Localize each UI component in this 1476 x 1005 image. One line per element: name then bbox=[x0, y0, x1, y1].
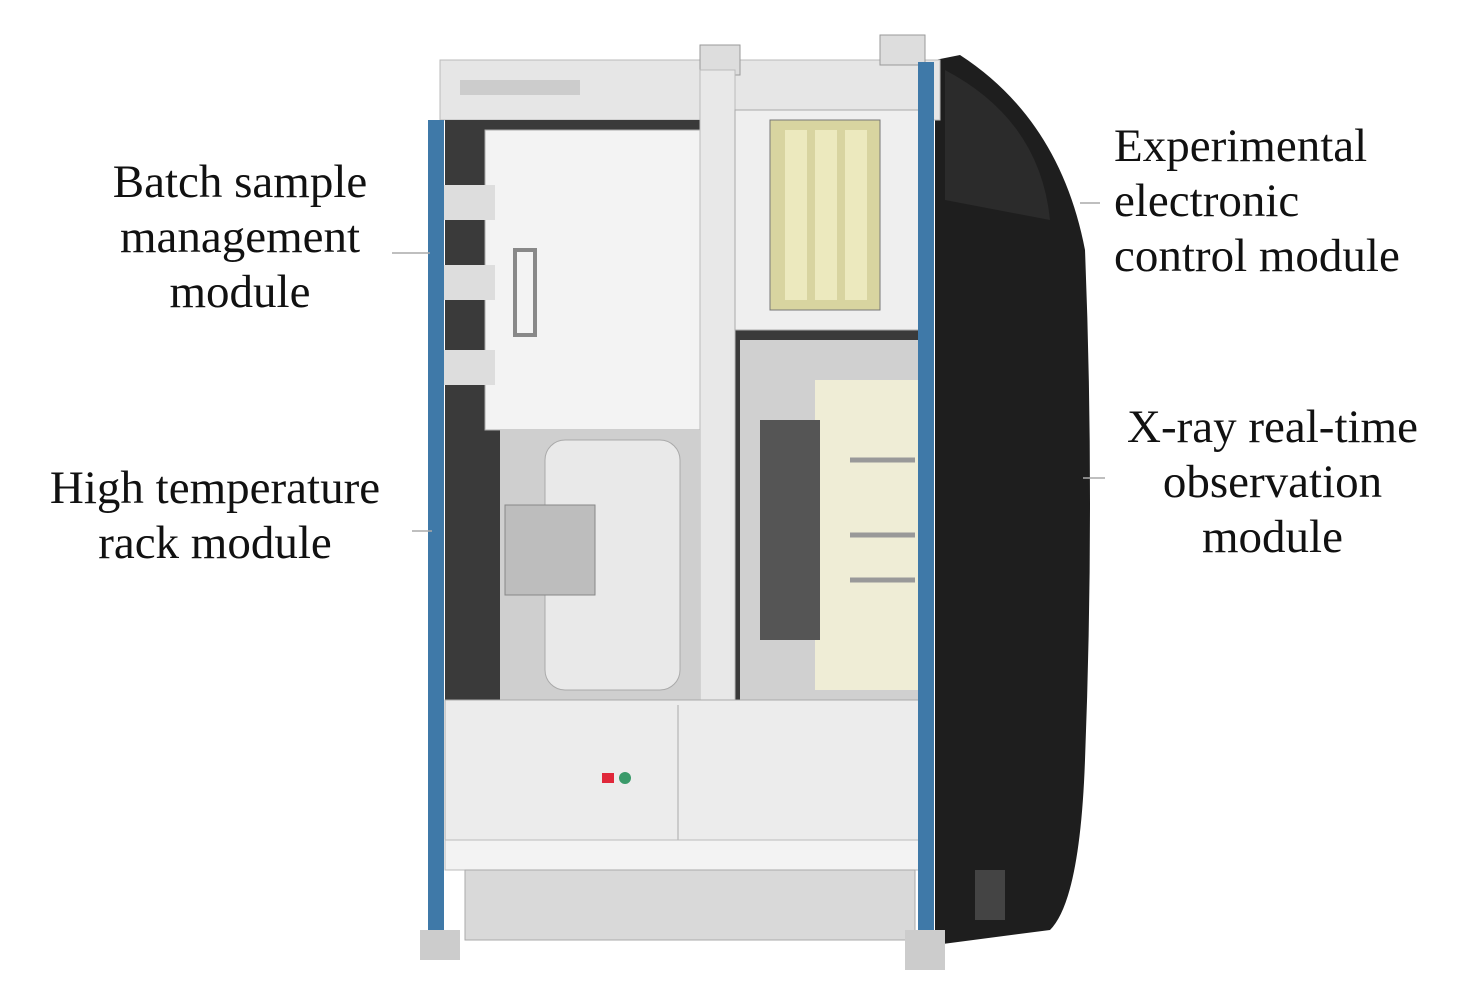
side-panel bbox=[935, 55, 1090, 945]
label-line: module bbox=[169, 266, 311, 318]
label-line: control module bbox=[1114, 230, 1400, 282]
label-line: X-ray real-time bbox=[1127, 401, 1418, 453]
label-line: module bbox=[1202, 511, 1343, 563]
batch-sample-module bbox=[484, 129, 701, 431]
electronic-control-label: Experimental electronic control module bbox=[1114, 119, 1400, 284]
label-line: management bbox=[119, 211, 361, 263]
label-line: Batch sample bbox=[112, 156, 368, 208]
label-line: High temperature bbox=[49, 462, 381, 514]
label-line: observation bbox=[1162, 456, 1383, 508]
high-temperature-label: High temperature rack module bbox=[10, 461, 420, 571]
left-rail bbox=[428, 120, 444, 940]
batch-sample-label: Batch sample management module bbox=[60, 155, 420, 320]
xray-observation-label: X-ray real-time observation module bbox=[1090, 400, 1455, 565]
label-line: rack module bbox=[98, 517, 332, 569]
right-rail bbox=[918, 62, 934, 942]
label-line: electronic bbox=[1114, 175, 1300, 227]
label-line: Experimental bbox=[1114, 120, 1368, 172]
